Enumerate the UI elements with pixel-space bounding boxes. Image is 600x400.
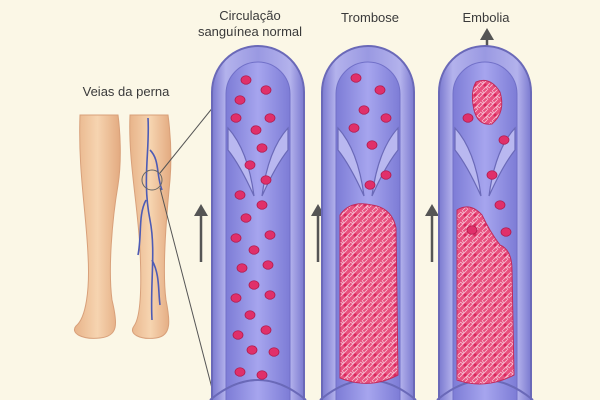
thrombus-clot bbox=[339, 203, 399, 384]
right-leg-illustration bbox=[129, 114, 172, 339]
normal-circulation-label: Circulação sanguínea normal bbox=[197, 8, 303, 39]
red-blood-cell bbox=[230, 233, 242, 243]
red-blood-cell bbox=[462, 113, 474, 123]
red-blood-cell bbox=[500, 227, 512, 237]
vein-bend bbox=[209, 379, 307, 400]
red-blood-cell bbox=[264, 113, 276, 123]
red-blood-cell bbox=[236, 263, 248, 273]
red-blood-cell bbox=[364, 180, 376, 190]
vein-lumen bbox=[225, 61, 291, 400]
red-blood-cell bbox=[230, 113, 242, 123]
legs-illustration bbox=[74, 105, 215, 397]
valve-leaflet bbox=[337, 126, 365, 197]
red-blood-cell bbox=[466, 225, 478, 235]
zoom-circle bbox=[141, 169, 163, 191]
thrombosis-vein bbox=[319, 45, 417, 400]
red-blood-cell bbox=[244, 160, 256, 170]
valve-leaflet bbox=[454, 126, 482, 197]
red-blood-cell bbox=[366, 140, 378, 150]
red-blood-cell bbox=[234, 367, 246, 377]
red-blood-cell bbox=[264, 230, 276, 240]
red-blood-cell bbox=[348, 123, 360, 133]
red-blood-cell bbox=[230, 293, 242, 303]
up-arrow-icon bbox=[425, 204, 439, 262]
red-blood-cell bbox=[250, 125, 262, 135]
red-blood-cell bbox=[256, 200, 268, 210]
red-blood-cell bbox=[256, 143, 268, 153]
red-blood-cell bbox=[486, 170, 498, 180]
red-blood-cell bbox=[234, 190, 246, 200]
vein-tubes bbox=[209, 45, 534, 400]
red-blood-cell bbox=[234, 95, 246, 105]
red-blood-cell bbox=[240, 213, 252, 223]
red-blood-cell bbox=[240, 75, 252, 85]
thrombosis-label: Trombose bbox=[340, 10, 400, 25]
red-blood-cell bbox=[260, 175, 272, 185]
valve-leaflet bbox=[227, 126, 255, 197]
red-blood-cell bbox=[380, 170, 392, 180]
red-blood-cell bbox=[260, 325, 272, 335]
red-blood-cell bbox=[350, 73, 362, 83]
left-leg-illustration bbox=[74, 114, 121, 339]
residual-clot bbox=[456, 206, 515, 385]
red-blood-cell bbox=[244, 310, 256, 320]
red-blood-cell bbox=[380, 113, 392, 123]
red-blood-cell bbox=[494, 200, 506, 210]
red-blood-cell bbox=[260, 85, 272, 95]
leg-veins bbox=[137, 117, 163, 321]
embolism-vein bbox=[436, 45, 534, 400]
red-blood-cell bbox=[498, 135, 510, 145]
valve-leaflet bbox=[371, 126, 399, 197]
red-blood-cell bbox=[256, 370, 268, 380]
embolus bbox=[471, 79, 503, 125]
red-blood-cell bbox=[232, 330, 244, 340]
red-blood-cell bbox=[268, 347, 280, 357]
red-blood-cell bbox=[248, 245, 260, 255]
legs-label: Veias da perna bbox=[82, 84, 170, 99]
red-blood-cell bbox=[262, 260, 274, 270]
normal-vein bbox=[209, 45, 307, 400]
red-blood-cell bbox=[264, 290, 276, 300]
red-blood-cell bbox=[358, 105, 370, 115]
red-blood-cell bbox=[246, 345, 258, 355]
red-blood-cell bbox=[374, 85, 386, 95]
embolism-label: Embolia bbox=[462, 10, 510, 25]
red-blood-cell bbox=[248, 280, 260, 290]
up-arrow-icon bbox=[194, 204, 208, 262]
